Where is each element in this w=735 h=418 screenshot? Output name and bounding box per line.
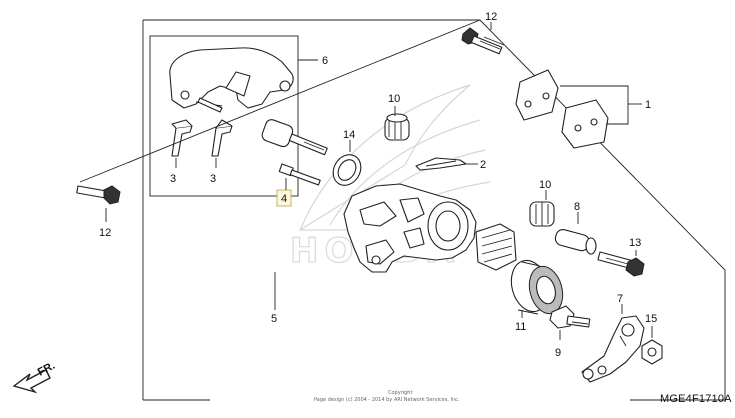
front-direction-arrow: FR. <box>12 360 57 394</box>
stopper-plate[interactable] <box>581 315 645 383</box>
callout-8[interactable]: 8 <box>574 201 580 213</box>
callout-4-highlight[interactable] <box>276 189 292 207</box>
caliper-pin[interactable] <box>260 118 328 156</box>
callout-9[interactable]: 9 <box>555 347 561 359</box>
callout-3-right[interactable]: 3 <box>210 173 216 185</box>
callout-6[interactable]: 6 <box>322 55 328 67</box>
brake-pad-2[interactable] <box>561 99 609 149</box>
callout-11[interactable]: 11 <box>515 321 526 333</box>
callout-3-left[interactable]: 3 <box>170 173 176 185</box>
callout-10-lower[interactable]: 10 <box>539 179 551 191</box>
callout-10-upper[interactable]: 10 <box>388 93 400 105</box>
callout-2[interactable]: 2 <box>480 159 486 171</box>
fr-arrow-icon <box>12 369 51 394</box>
callout-7[interactable]: 7 <box>617 293 623 305</box>
callout-5[interactable]: 5 <box>271 313 277 325</box>
pin-boot-upper[interactable] <box>384 113 410 141</box>
caliper-piston[interactable] <box>506 256 568 317</box>
piston-spring[interactable] <box>475 223 517 271</box>
diagram-code: MGE4F1710A <box>660 393 732 405</box>
callout-13[interactable]: 13 <box>629 237 641 249</box>
bleeder-bolt[interactable] <box>278 163 321 186</box>
flange-bolt-left[interactable] <box>76 185 121 205</box>
bracket-subassembly-box <box>149 35 299 197</box>
pad-spring-left[interactable] <box>171 119 193 157</box>
callout-4[interactable]: 4 <box>281 193 287 205</box>
pad-spring-right[interactable] <box>211 119 233 157</box>
brake-pad-1[interactable] <box>515 69 559 121</box>
pad-retainer-clip[interactable] <box>415 157 467 171</box>
flange-bolt-top[interactable] <box>461 27 505 55</box>
flange-nut[interactable] <box>641 339 663 365</box>
callout-14[interactable]: 14 <box>343 129 355 141</box>
pin-sleeve[interactable] <box>554 228 597 255</box>
callout-12-top[interactable]: 12 <box>485 11 497 23</box>
pin-boot-lower[interactable] <box>529 201 555 227</box>
callout-12-left[interactable]: 12 <box>99 227 111 239</box>
caliper-bracket[interactable] <box>169 47 294 113</box>
copyright-line-2: Page design (c) 2004 - 2014 by ARI Netwo… <box>314 397 460 403</box>
flange-bolt-9[interactable] <box>549 305 591 329</box>
fr-label: FR. <box>36 360 57 379</box>
callout-15[interactable]: 15 <box>645 313 657 325</box>
copyright-line-1: Copyright <box>388 390 412 396</box>
pin-bolt[interactable] <box>597 251 645 277</box>
assembly-outline <box>142 19 726 401</box>
piston-seal[interactable] <box>328 150 367 191</box>
callout-1[interactable]: 1 <box>645 99 651 111</box>
caliper-body[interactable] <box>343 183 477 273</box>
